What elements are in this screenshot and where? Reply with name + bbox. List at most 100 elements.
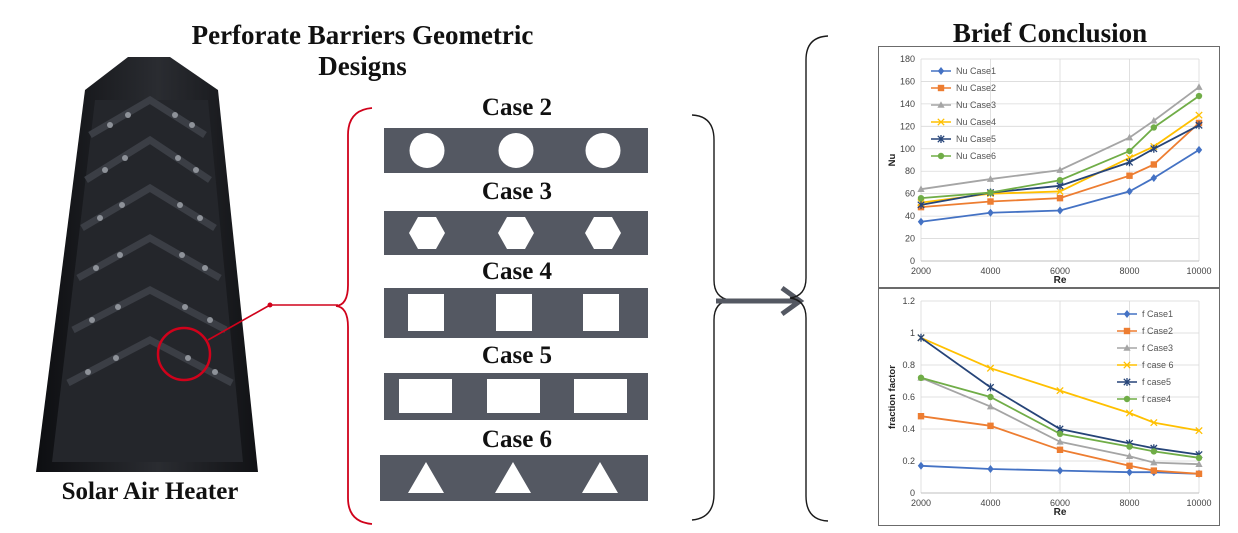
- legend-marker: [937, 152, 945, 160]
- y-tick-label: 1: [910, 328, 915, 338]
- data-point: [987, 393, 994, 401]
- highlight-connector: [207, 304, 271, 341]
- solar-air-heater-image: [36, 57, 273, 472]
- data-point: [1125, 133, 1134, 141]
- x-tick-label: 10000: [1186, 266, 1211, 276]
- highlight-circle: [156, 326, 212, 382]
- data-point: [1150, 458, 1158, 466]
- data-point: [987, 198, 994, 205]
- legend-marker: [937, 101, 945, 108]
- x-tick-label: 8000: [1119, 266, 1139, 276]
- legend-marker: [1123, 395, 1131, 403]
- data-point: [917, 461, 925, 470]
- y-tick-label: 80: [905, 166, 915, 176]
- designs-title-line2: Designs: [318, 51, 407, 81]
- data-point: [1195, 83, 1203, 90]
- data-point: [1056, 446, 1064, 453]
- y-tick-label: 60: [905, 189, 915, 199]
- data-point: [917, 194, 925, 202]
- series-line: [920, 336, 1200, 432]
- data-point: [1195, 145, 1203, 154]
- series-line: [920, 376, 1200, 459]
- legend-marker: [1123, 344, 1131, 351]
- legend-marker: [937, 135, 945, 143]
- cases-bracket: [691, 114, 731, 521]
- legend-marker: [937, 67, 945, 75]
- data-point: [1195, 460, 1203, 467]
- legend-marker: [1123, 310, 1131, 318]
- x-tick-label: 10000: [1186, 498, 1211, 508]
- data-point: [1056, 466, 1064, 475]
- x-axis-label: Re: [1054, 275, 1067, 286]
- series-line: [920, 149, 1200, 223]
- data-point: [917, 333, 925, 342]
- legend-marker: [1123, 378, 1131, 386]
- data-point: [1056, 386, 1064, 395]
- data-point: [1126, 187, 1133, 196]
- designs-title-line1: Perforate Barriers Geometric: [191, 20, 534, 50]
- x-axis-label: Re: [1054, 507, 1067, 518]
- data-point: [1056, 177, 1064, 184]
- case-4-label: Case 4: [481, 258, 553, 285]
- legend-entry: Nu Case5: [956, 134, 996, 144]
- x-tick-label: 4000: [980, 266, 1000, 276]
- data-point: [1126, 172, 1133, 179]
- data-point: [1150, 418, 1158, 427]
- series-line: [920, 86, 1200, 191]
- y-tick-label: 140: [900, 99, 915, 109]
- data-point: [1125, 452, 1134, 459]
- series-line: [920, 376, 1200, 466]
- data-point: [987, 422, 994, 429]
- data-point: [917, 185, 925, 192]
- y-tick-label: 0.8: [902, 360, 915, 370]
- data-point: [1195, 92, 1203, 100]
- conclusion-title: Brief Conclusion: [952, 18, 1148, 48]
- data-point: [1056, 430, 1064, 437]
- x-tick-label: 6000: [1050, 498, 1070, 508]
- legend-marker: [1123, 361, 1131, 369]
- data-point: [986, 175, 995, 182]
- data-point: [917, 374, 925, 381]
- data-point: [1150, 467, 1158, 474]
- y-tick-label: 40: [905, 211, 915, 221]
- legend-entry: Nu Case6: [956, 151, 996, 161]
- series-line: [920, 415, 1200, 475]
- conclusion-bracket: [789, 35, 829, 522]
- legend-entry: f case4: [1142, 394, 1171, 404]
- x-tick-label: 2000: [911, 266, 931, 276]
- series-line: [920, 122, 1200, 209]
- data-point: [1150, 161, 1158, 168]
- legend-marker: [1123, 327, 1131, 335]
- data-point: [917, 200, 925, 209]
- x-tick-label: 4000: [980, 498, 1000, 508]
- legend-entry: f Case2: [1142, 326, 1173, 336]
- data-point: [987, 189, 994, 196]
- case-2-label: Case 2: [481, 94, 553, 121]
- data-point: [1195, 426, 1203, 435]
- data-point: [986, 383, 995, 392]
- data-point: [1195, 111, 1203, 119]
- data-point: [987, 465, 994, 473]
- case-6-label: Case 6: [481, 426, 553, 453]
- heater-caption: Solar Air Heater: [61, 478, 239, 505]
- data-point: [1150, 448, 1158, 455]
- data-point: [1056, 194, 1064, 202]
- flow-arrow-head: [780, 285, 805, 317]
- data-point: [1150, 124, 1158, 131]
- legend-entry: f Case3: [1142, 343, 1173, 353]
- data-point: [1125, 158, 1134, 167]
- data-point: [1126, 468, 1133, 477]
- y-tick-label: 20: [905, 234, 915, 244]
- red-bracket: [335, 107, 373, 525]
- data-point: [1056, 166, 1064, 173]
- case-6-holes: [408, 462, 618, 493]
- series-line: [920, 124, 1200, 206]
- data-point: [1126, 147, 1133, 155]
- data-point: [1150, 144, 1158, 153]
- legend-marker: [937, 84, 945, 92]
- case-3-label: Case 3: [481, 178, 553, 205]
- y-tick-label: 100: [900, 144, 915, 154]
- y-tick-label: 0: [910, 488, 915, 498]
